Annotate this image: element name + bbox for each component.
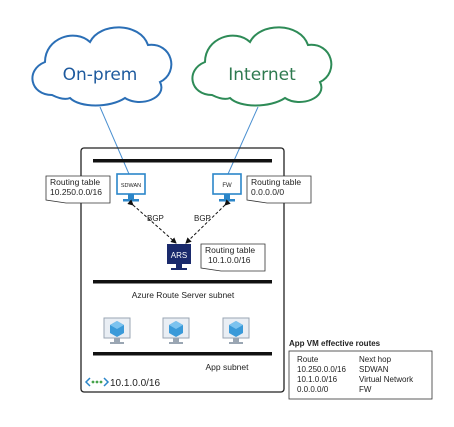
ars-subnet-label: Azure Route Server subnet [132,290,235,300]
app-subnet-label: App subnet [205,362,249,372]
column-header: Route [297,355,319,364]
column-header: Next hop [359,355,392,364]
route-cell: 0.0.0.0/0 [297,385,329,394]
vnet-address: 10.1.0.0/16 [110,378,160,389]
routing-table-title: Routing table [205,245,255,255]
bgp-label: BGP [147,214,164,223]
routing-table-title: Routing table [251,177,301,187]
vnet-peering-icon [84,377,110,387]
route-cell: 10.1.0.0/16 [297,375,338,384]
cloud-shape [191,26,333,107]
route-cell: 10.250.0.0/16 [297,365,346,374]
app-vm-2 [162,317,190,344]
next-hop-cell: FW [359,385,372,394]
effective-routes-title: App VM effective routes [289,339,381,348]
routing-table-prefix: 10.1.0.0/16 [208,255,251,265]
bgp-session-fw [185,199,231,244]
ars-subnet-bar [93,280,272,284]
routing-table-title: Routing table [50,177,100,187]
nva-subnet-bar [93,159,272,163]
routing-table-prefix: 0.0.0.0/0 [251,187,284,197]
vnet-boundary [80,147,285,393]
internet-link [227,106,259,175]
effective-routes-table [288,350,433,400]
next-hop-cell: SDWAN [359,365,389,374]
app-subnet-bar [93,352,272,356]
fw-nva: FW [212,173,242,202]
routing-table-prefix: 10.250.0.0/16 [50,187,102,197]
app-vm-1 [103,317,131,344]
sdwan-label: SDWAN [121,183,141,189]
sdwan-routing-table: Routing table 10.250.0.0/16 [45,175,111,204]
sdwan-nva: SDWAN [116,173,146,202]
ars-label: ARS [171,251,187,260]
app-vm-3 [222,317,250,344]
on-prem-cloud: On-prem [31,26,173,107]
bgp-session-sdwan [127,199,177,244]
on-prem-label: On-prem [63,65,138,85]
internet-label: Internet [228,65,296,85]
fw-routing-table: Routing table 0.0.0.0/0 [246,175,312,204]
route-server-icon [167,244,191,264]
bgp-label: BGP [194,214,211,223]
on-prem-link [99,106,130,175]
cloud-shape [31,26,173,107]
next-hop-cell: Virtual Network [359,375,414,384]
internet-cloud: Internet [191,26,333,107]
ars-routing-table: Routing table 10.1.0.0/16 [200,243,266,272]
fw-label: FW [222,183,232,189]
ars-node: ARS [167,244,191,270]
